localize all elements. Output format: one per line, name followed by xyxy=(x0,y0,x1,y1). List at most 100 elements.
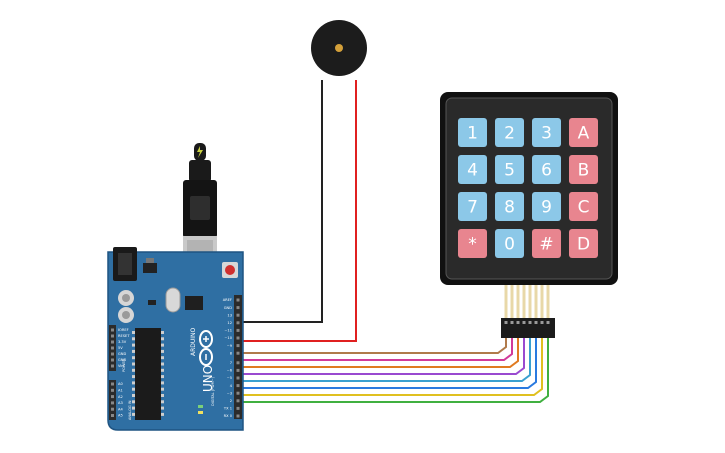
keypad-wire-6[interactable] xyxy=(243,330,537,389)
keypad-key-1[interactable]: 1 xyxy=(458,118,487,147)
header-pin[interactable] xyxy=(111,407,114,411)
connector-pin[interactable] xyxy=(546,321,550,324)
header-pin[interactable] xyxy=(111,340,114,344)
header-pin[interactable] xyxy=(111,364,114,368)
header-pin[interactable] xyxy=(111,352,114,356)
header-pin[interactable] xyxy=(111,401,114,405)
key-face xyxy=(458,192,487,221)
digital-pin-label: TX 1 xyxy=(223,407,232,411)
keypad-wire-2[interactable] xyxy=(243,330,513,361)
keypad-key-6[interactable]: 6 xyxy=(532,155,561,184)
analog-pin-label: A3 xyxy=(118,401,123,405)
header-pin[interactable] xyxy=(236,414,240,418)
buzzer-center-dot xyxy=(335,44,343,52)
keypad-connector-pins xyxy=(504,321,550,324)
keypad-key-7[interactable]: 7 xyxy=(458,192,487,221)
atmega-chip-pins xyxy=(132,331,164,416)
capacitor-2-top xyxy=(122,311,130,319)
chip-pin xyxy=(161,412,164,416)
keypad-key-star[interactable]: * xyxy=(458,229,487,258)
capacitor-1-top xyxy=(122,294,130,302)
header-pin[interactable] xyxy=(236,376,240,380)
connector-pin[interactable] xyxy=(540,321,544,324)
ribbon-strand xyxy=(528,285,532,318)
keypad-key-C[interactable]: C xyxy=(569,192,598,221)
power-pin-label: Vin xyxy=(118,364,124,368)
key-label: A xyxy=(578,124,590,144)
keypad-wire-8[interactable] xyxy=(243,330,549,403)
connector-pin[interactable] xyxy=(534,321,538,324)
connector-pin[interactable] xyxy=(528,321,532,324)
chip-pin xyxy=(132,343,135,347)
chip-pin xyxy=(161,331,164,334)
piezo-buzzer[interactable] xyxy=(311,20,367,76)
keypad-key-5[interactable]: 5 xyxy=(495,155,524,184)
connector-pin[interactable] xyxy=(522,321,526,324)
keypad-key-4[interactable]: 4 xyxy=(458,155,487,184)
header-pin[interactable] xyxy=(236,344,240,348)
header-pin[interactable] xyxy=(236,321,240,325)
keypad-key-3[interactable]: 3 xyxy=(532,118,561,147)
keypad-wire-5[interactable] xyxy=(243,330,531,382)
power-pin-label: GND xyxy=(118,352,126,356)
header-pin[interactable] xyxy=(236,368,240,372)
keypad-key-2[interactable]: 2 xyxy=(495,118,524,147)
buzzer-wire-negative[interactable] xyxy=(243,80,323,323)
power-pin-label: GND xyxy=(118,358,126,362)
header-pin[interactable] xyxy=(236,306,240,310)
digital-pin-label: ~6 xyxy=(227,369,233,373)
key-face xyxy=(495,229,524,258)
header-pin[interactable] xyxy=(111,346,114,350)
connector-pin[interactable] xyxy=(510,321,514,324)
buzzer-wire-positive[interactable] xyxy=(243,80,357,342)
keypad-key-hash[interactable]: # xyxy=(532,229,561,258)
header-pin[interactable] xyxy=(236,361,240,365)
header-pin[interactable] xyxy=(236,391,240,395)
connector-pin[interactable] xyxy=(516,321,520,324)
connector-pin[interactable] xyxy=(504,321,508,324)
header-pin[interactable] xyxy=(111,334,114,338)
keypad-wire-7[interactable] xyxy=(243,330,543,396)
header-pin[interactable] xyxy=(111,358,114,362)
key-label: 5 xyxy=(504,161,515,181)
header-pin[interactable] xyxy=(236,298,240,302)
keypad-key-B[interactable]: B xyxy=(569,155,598,184)
header-pin[interactable] xyxy=(111,395,114,399)
keypad-wire-1[interactable] xyxy=(243,330,507,354)
header-pin[interactable] xyxy=(236,399,240,403)
keypad-wires[interactable] xyxy=(243,330,549,403)
header-pin[interactable] xyxy=(236,384,240,388)
chip-pin xyxy=(161,381,164,385)
key-face xyxy=(569,229,598,258)
keypad-key-A[interactable]: A xyxy=(569,118,598,147)
header-pin[interactable] xyxy=(236,336,240,340)
ribbon-strand xyxy=(540,285,544,318)
chip-pin xyxy=(132,387,135,391)
keypad-wire-4[interactable] xyxy=(243,330,525,375)
keypad-key-0[interactable]: 0 xyxy=(495,229,524,258)
analog-pin-label: A2 xyxy=(118,395,123,399)
keypad-key-D[interactable]: D xyxy=(569,229,598,258)
header-pin[interactable] xyxy=(236,351,240,355)
keypad-wire-3[interactable] xyxy=(243,330,519,368)
header-pin[interactable] xyxy=(236,406,240,410)
header-pin[interactable] xyxy=(111,328,114,332)
keypad-key-9[interactable]: 9 xyxy=(532,192,561,221)
ribbon-strand xyxy=(546,285,550,318)
header-pin[interactable] xyxy=(111,414,114,417)
buzzer-wires[interactable] xyxy=(243,80,357,342)
chip-pin xyxy=(132,362,135,366)
header-pin[interactable] xyxy=(111,382,114,386)
digital-header-title: DIGITAL (PWM~) xyxy=(211,376,215,406)
analog-pin-label: A1 xyxy=(118,389,123,393)
header-pin[interactable] xyxy=(236,313,240,317)
header-pin[interactable] xyxy=(236,328,240,332)
keypad-key-8[interactable]: 8 xyxy=(495,192,524,221)
header-pin[interactable] xyxy=(111,388,114,392)
reset-button-cap[interactable] xyxy=(225,265,235,275)
